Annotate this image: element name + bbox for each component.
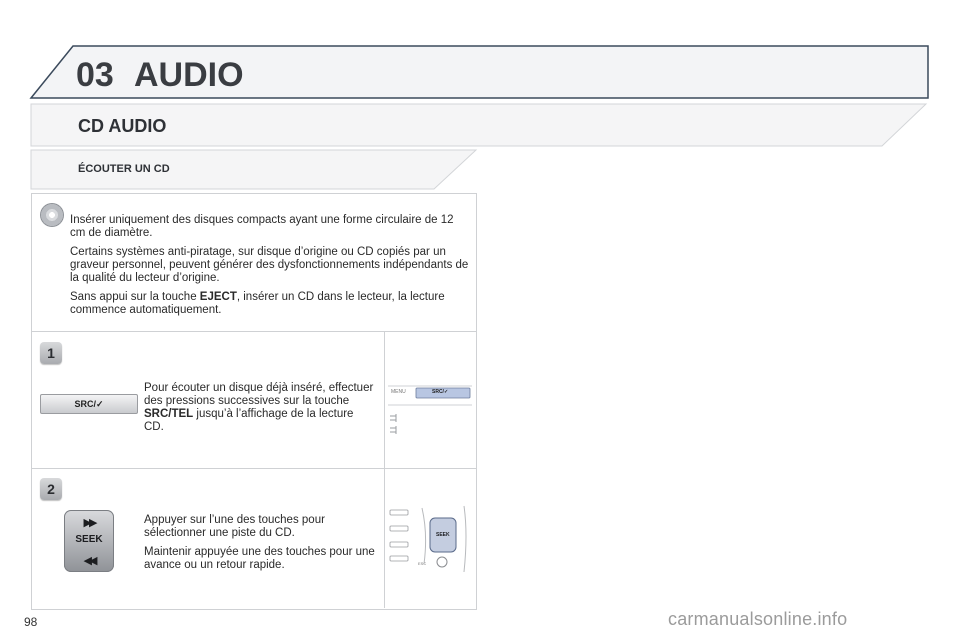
step1-divider [384, 331, 385, 468]
subsection-title: ÉCOUTER UN CD [78, 163, 170, 175]
src-button: SRC/✓ [40, 394, 138, 414]
page-number: 98 [24, 615, 38, 629]
step2-divider [384, 468, 385, 608]
radio-panel-illustration-1: MENU SRC/✓ [388, 382, 472, 438]
radio-panel-drawing [388, 385, 472, 434]
step1-text: Pour écouter un disque déjà inséré, effe… [144, 382, 374, 433]
esc-label: ESC [418, 561, 427, 566]
fast-forward-icon: ▶▶ [83, 517, 98, 529]
watermark: carmanualsonline.info [668, 609, 848, 629]
intro-text: Insérer uniquement des disques compacts … [70, 214, 472, 323]
intro-paragraph-2: Certains systèmes anti-piratage, sur dis… [70, 246, 469, 284]
step2-paragraph-1: Appuyer sur l’une des touches pour sélec… [144, 514, 325, 539]
intro-panel [31, 193, 477, 333]
seek-button-label: SEEK [75, 534, 103, 545]
section-title: CD AUDIO [78, 116, 167, 136]
step2-paragraph-2: Maintenir appuyée une des touches pour u… [144, 546, 375, 571]
intro-paragraph-3: Sans appui sur la touche EJECT, insérer … [70, 291, 445, 316]
seek-panel-drawing [389, 505, 467, 573]
panel-seek-label: SEEK [436, 532, 450, 538]
seek-button: ▶▶ SEEK ◀◀ [64, 510, 114, 572]
src-tel-key-label: SRC/TEL [144, 408, 194, 420]
rewind-icon: ◀◀ [83, 555, 98, 567]
cd-icon [40, 203, 64, 227]
chapter-title: AUDIO [134, 56, 244, 94]
eject-key-label: EJECT [199, 291, 237, 303]
radio-panel-illustration-2: SEEK ESC [388, 504, 472, 576]
step2-text: Appuyer sur l’une des touches pour sélec… [144, 514, 376, 578]
step-2-badge: 2 [40, 478, 62, 500]
intro-paragraph-1: Insérer uniquement des disques compacts … [70, 214, 454, 239]
menu-label: MENU [391, 389, 406, 395]
chapter-number: 03 [76, 56, 114, 94]
step-1-badge: 1 [40, 342, 62, 364]
panel-src-label: SRC/✓ [432, 389, 449, 395]
